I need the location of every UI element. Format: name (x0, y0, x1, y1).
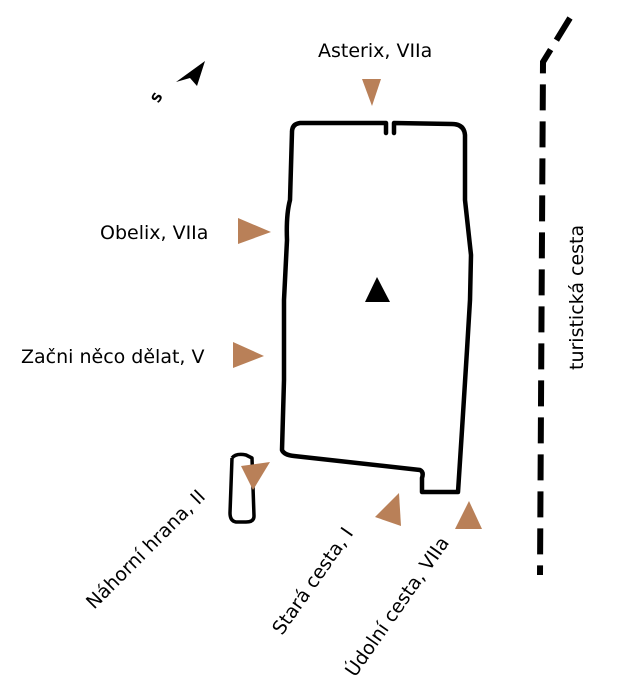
north-arrow-icon: S (149, 61, 205, 106)
route-arrow-zacni (233, 342, 264, 368)
tourist-path-line (537, 16, 573, 576)
tourist-path-label: turistická cesta (566, 225, 588, 370)
route-label-zacni: Začni něco dělat, V (21, 346, 205, 368)
route-arrow-udolni (455, 501, 482, 529)
route-label-asterix: Asterix, VIIa (318, 40, 432, 62)
compass-label: S (149, 90, 167, 106)
route-arrow-obelix (238, 218, 271, 244)
route-arrow-stara (375, 493, 401, 526)
route-label-nahorni: Náhorní hrana, II (82, 486, 210, 614)
rock-outline (279, 120, 474, 495)
route-label-obelix: Obelix, VIIa (100, 222, 208, 244)
route-label-udolni: Údolní cesta, VIIa (339, 532, 453, 681)
summit-icon (365, 277, 390, 302)
route-label-stara: Stará cesta, I (268, 523, 358, 638)
route-arrow-asterix (362, 79, 381, 106)
boulder-outline (228, 452, 256, 524)
route-arrow-nahorni (241, 462, 270, 490)
